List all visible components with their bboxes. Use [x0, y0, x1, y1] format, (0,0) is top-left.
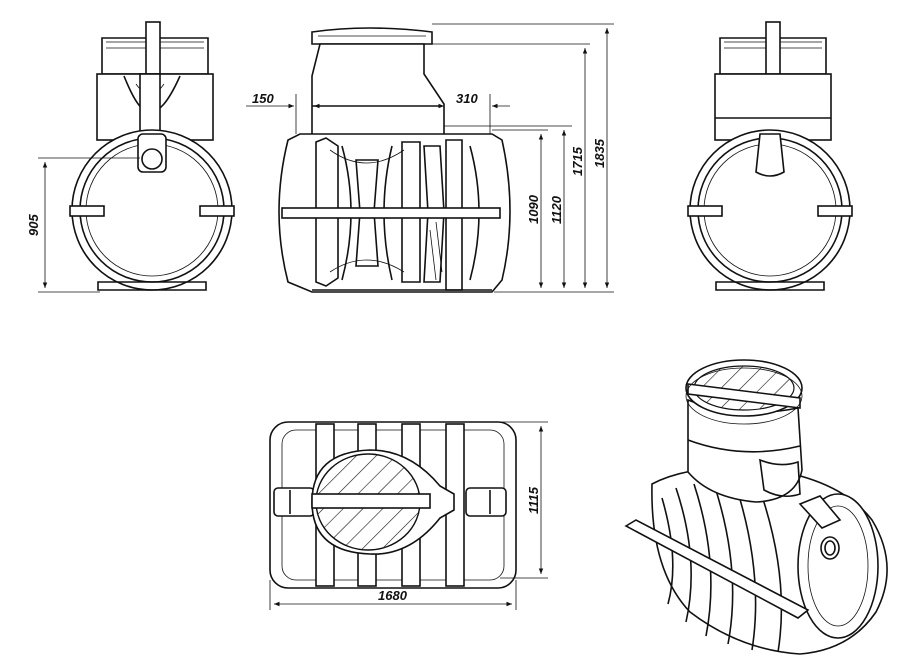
isometric-view [624, 359, 888, 655]
dim-label-1120: 1120 [549, 195, 564, 224]
dim-label-905: 905 [26, 214, 41, 236]
dim-label-1715: 1715 [570, 146, 585, 176]
dim-label-1835: 1835 [592, 138, 607, 168]
dim-label-150: 150 [252, 91, 274, 106]
dim-label-310: 310 [456, 91, 478, 106]
dim-label-1680: 1680 [378, 588, 408, 603]
dim-label-1115: 1115 [526, 486, 541, 514]
side-view: 150 310 1090 1120 1715 1835 [246, 23, 614, 293]
dim-label-1090: 1090 [526, 194, 541, 224]
top-view: 1115 1680 [269, 421, 548, 610]
rear-view [687, 21, 853, 291]
front-view: 905 [26, 21, 235, 293]
